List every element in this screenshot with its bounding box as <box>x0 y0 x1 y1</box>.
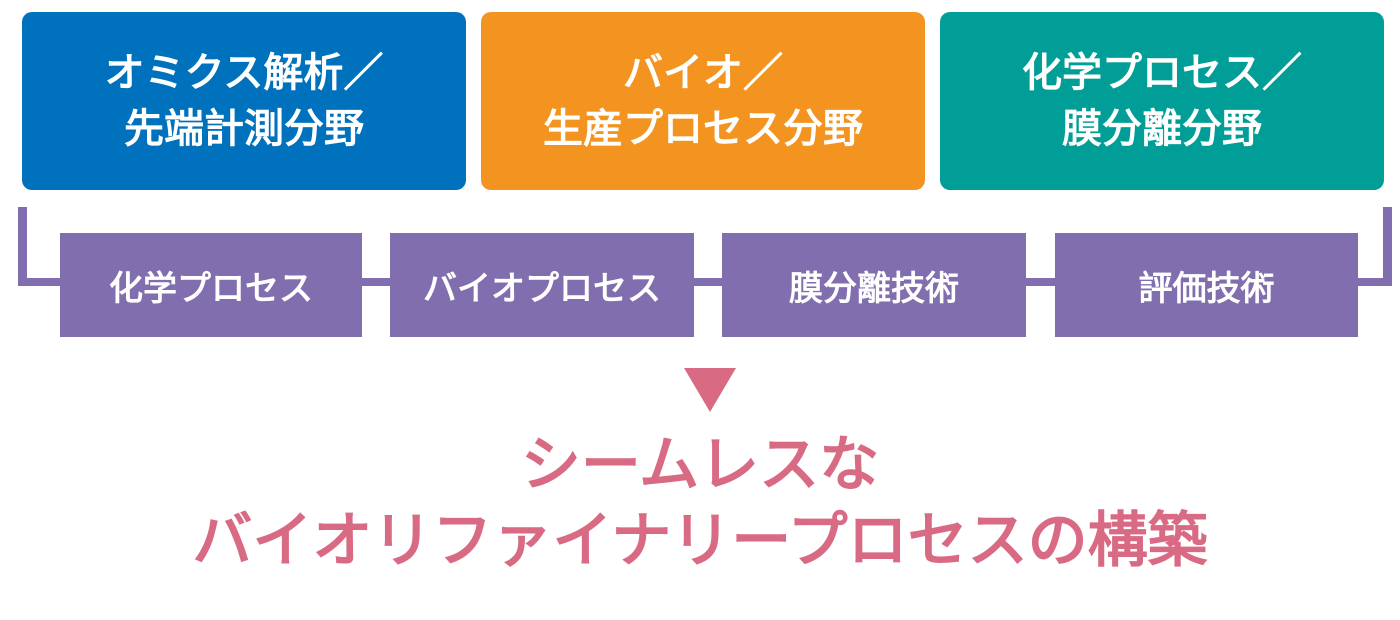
tech-chemical-process: 化学プロセス <box>60 233 362 337</box>
tech-label: 評価技術 <box>1138 268 1275 309</box>
field-bio-line1: バイオ／ <box>623 50 783 96</box>
field-omics-line1: オミクス解析／ <box>104 50 384 96</box>
goal-line2: バイオリファイナリープロセスの構築 <box>192 506 1208 576</box>
bracket-left-vertical <box>18 207 27 286</box>
tech-label: 膜分離技術 <box>789 268 959 309</box>
bracket-horizontal <box>18 278 1392 286</box>
field-bio-line2: 生産プロセス分野 <box>543 106 863 152</box>
down-arrow-icon <box>684 368 736 412</box>
tech-evaluation: 評価技術 <box>1055 233 1358 337</box>
tech-membrane: 膜分離技術 <box>722 233 1026 337</box>
tech-bio-process: バイオプロセス <box>390 233 694 337</box>
tech-label: 化学プロセス <box>109 268 313 309</box>
field-bio: バイオ／ 生産プロセス分野 <box>481 12 925 190</box>
field-chemical-line2: 膜分離分野 <box>1062 106 1262 152</box>
field-omics: オミクス解析／ 先端計測分野 <box>22 12 466 190</box>
bracket-right-vertical <box>1383 207 1392 286</box>
tech-label: バイオプロセス <box>423 268 661 309</box>
field-chemical: 化学プロセス／ 膜分離分野 <box>940 12 1384 190</box>
field-chemical-line1: 化学プロセス／ <box>1022 50 1302 96</box>
goal-line1: シームレスな <box>520 430 880 500</box>
field-omics-line2: 先端計測分野 <box>124 106 364 152</box>
